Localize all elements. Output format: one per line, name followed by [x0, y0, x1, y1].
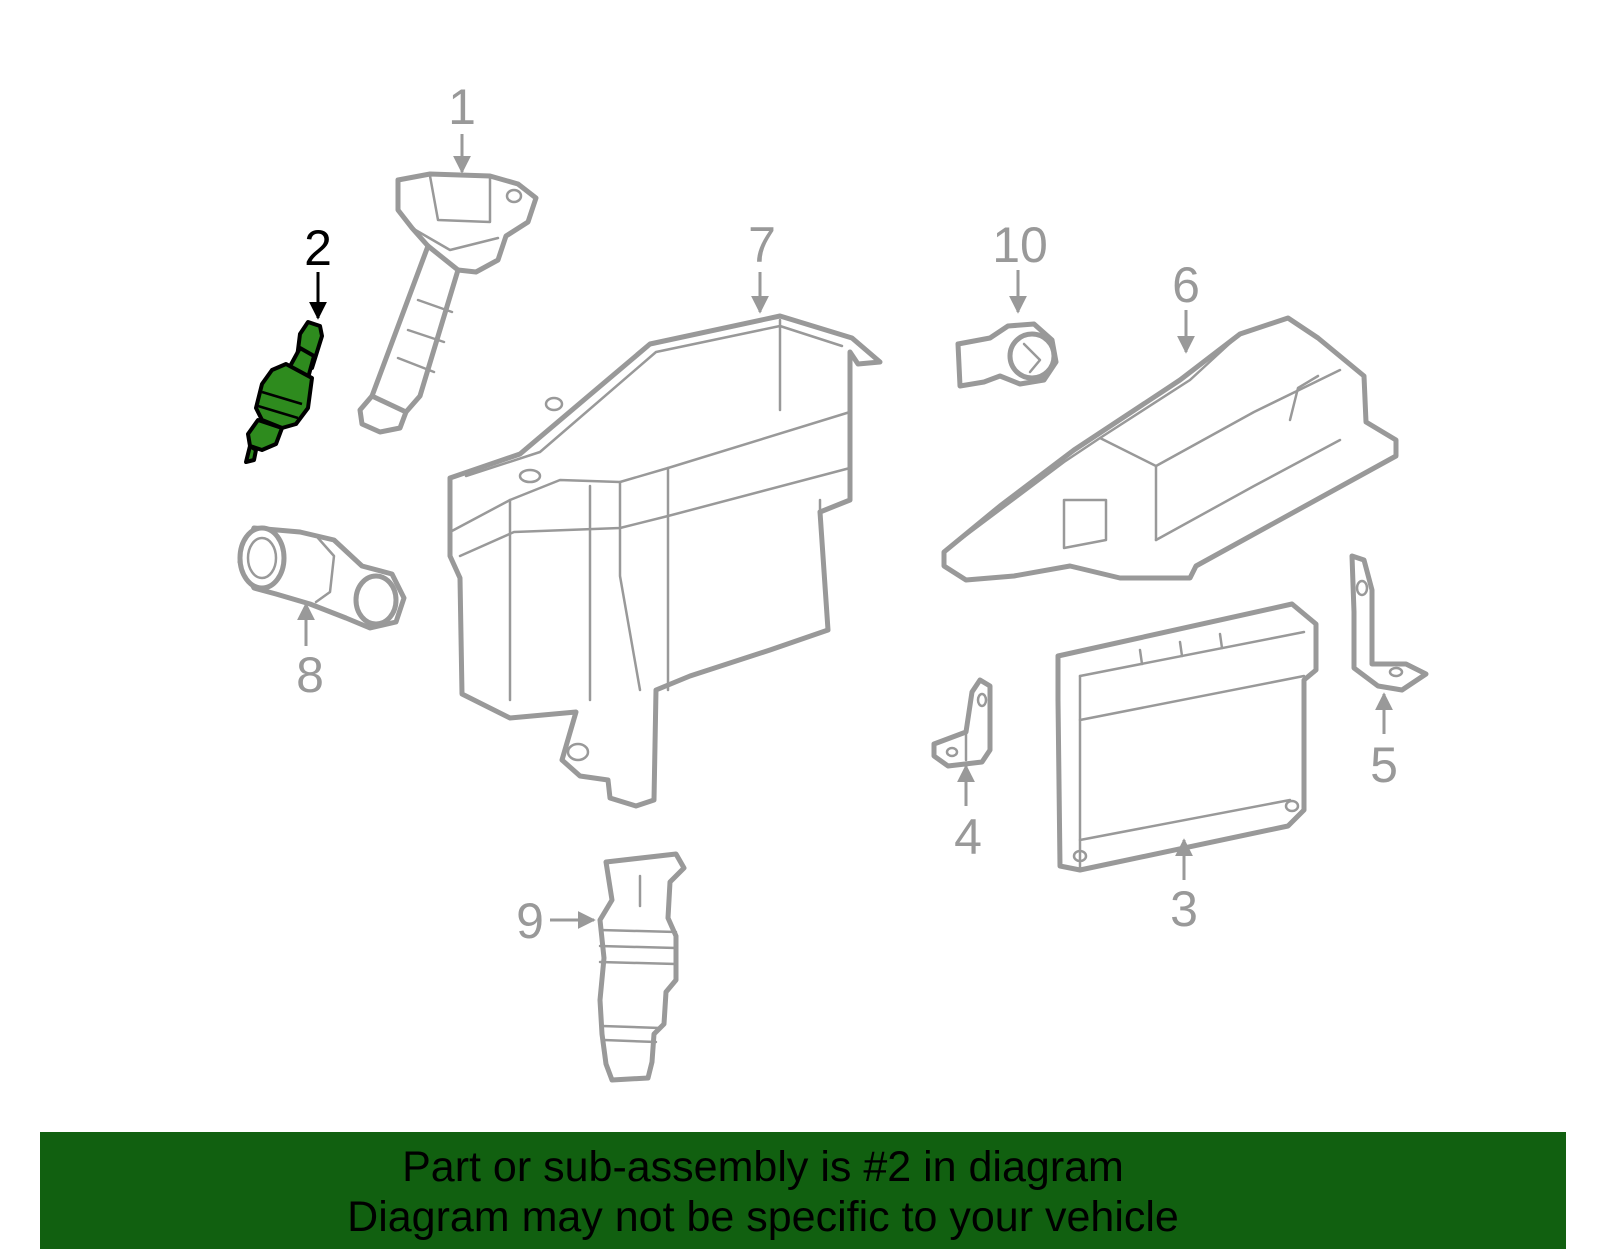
callout-8[interactable]: 8	[296, 602, 324, 703]
part-7-air-cleaner-case[interactable]	[447, 313, 883, 809]
part-6-cover[interactable]	[941, 315, 1399, 583]
callout-6[interactable]: 6	[1172, 257, 1200, 354]
callout-10-label: 10	[992, 217, 1048, 273]
callout-4[interactable]: 4	[954, 764, 982, 865]
callout-9[interactable]: 9	[516, 893, 596, 949]
part-10-sensor[interactable]	[955, 321, 1059, 389]
callout-8-label: 8	[296, 647, 324, 703]
part-4-bracket[interactable]	[931, 677, 993, 769]
callout-6-label: 6	[1172, 257, 1200, 313]
part-9-connector[interactable]	[597, 851, 687, 1083]
banner-disclaimer-text: Diagram may not be specific to your vehi…	[347, 1193, 1179, 1241]
callout-2[interactable]: 2	[304, 220, 332, 320]
callout-7-label: 7	[748, 217, 776, 273]
part-3-control-module[interactable]	[1055, 601, 1319, 873]
callout-7[interactable]: 7	[748, 217, 776, 314]
callout-4-label: 4	[954, 809, 982, 865]
callout-3-label: 3	[1170, 881, 1198, 937]
part-2-spark-plug[interactable]	[244, 320, 324, 464]
callout-10[interactable]: 10	[992, 217, 1048, 314]
callout-1-label: 1	[448, 79, 476, 135]
part-5-bracket[interactable]	[1349, 553, 1429, 693]
callout-3[interactable]: 3	[1170, 838, 1198, 937]
part-1-ignition-coil[interactable]	[357, 171, 539, 435]
info-banner: Part or sub-assembly is #2 in diagram Di…	[40, 1132, 1566, 1249]
banner-part-text: Part or sub-assembly is #2 in diagram	[402, 1143, 1124, 1191]
callout-9-label: 9	[516, 893, 544, 949]
callout-1[interactable]: 1	[448, 79, 476, 174]
callout-5-label: 5	[1370, 737, 1398, 793]
callout-5[interactable]: 5	[1370, 692, 1398, 793]
callout-2-label: 2	[304, 220, 332, 276]
part-8-intake-hose[interactable]	[237, 525, 407, 631]
